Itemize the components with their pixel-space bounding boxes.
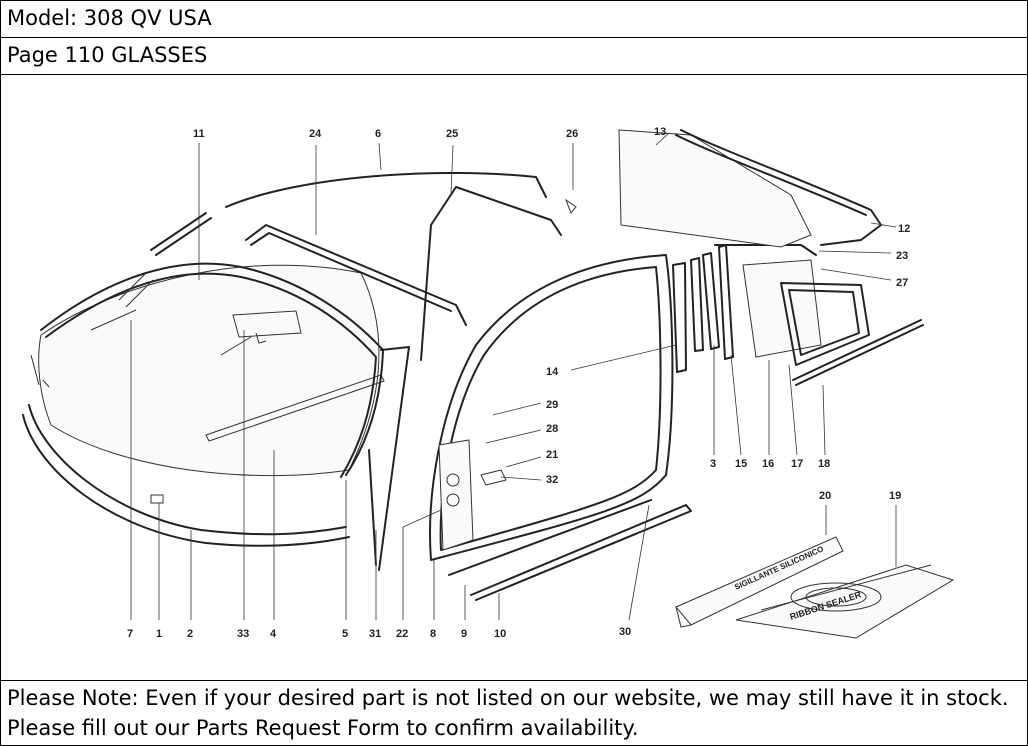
callout-28: 28 xyxy=(546,423,558,435)
model-title: Model: 308 QV USA xyxy=(7,6,212,30)
diagram-svg: SIGILLANTE SILICONICO RIBBON SEALER xyxy=(22,126,955,640)
callout-10: 10 xyxy=(494,628,506,640)
mirror-part xyxy=(232,310,302,344)
sealer-kit: SIGILLANTE SILICONICO RIBBON SEALER xyxy=(675,536,955,639)
callout-24: 24 xyxy=(309,128,322,140)
callout-1: 1 xyxy=(156,628,162,640)
callout-11: 11 xyxy=(193,128,205,140)
callout-8: 8 xyxy=(430,628,436,640)
callout-21: 21 xyxy=(546,449,558,461)
model-row: Model: 308 QV USA xyxy=(1,1,1027,38)
exploded-parts-diagram: SIGILLANTE SILICONICO RIBBON SEALER xyxy=(1,75,1027,680)
callout-32: 32 xyxy=(546,474,558,486)
callout-4: 4 xyxy=(270,628,277,640)
callout-18: 18 xyxy=(818,458,830,470)
callout-6: 6 xyxy=(375,128,381,140)
callout-13: 13 xyxy=(654,126,666,138)
callout-27: 27 xyxy=(896,277,908,289)
callout-25: 25 xyxy=(446,128,458,140)
upper-strips xyxy=(118,171,577,361)
windshield-frame xyxy=(22,262,384,547)
callout-29: 29 xyxy=(546,399,558,411)
callout-23: 23 xyxy=(896,250,908,262)
door-glass-frame xyxy=(368,254,704,601)
parts-request-note: Please Note: Even if your desired part i… xyxy=(7,686,1009,740)
callout-14: 14 xyxy=(546,366,559,378)
leader-lines xyxy=(130,132,897,621)
callout-3: 3 xyxy=(710,458,716,470)
callout-33: 33 xyxy=(237,628,249,640)
kit-box-text: SIGILLANTE SILICONICO xyxy=(733,544,825,591)
callout-30: 30 xyxy=(619,626,631,638)
page-row: Page 110 GLASSES xyxy=(1,38,1027,75)
callout-17: 17 xyxy=(791,458,803,470)
callout-9: 9 xyxy=(461,628,467,640)
callout-31: 31 xyxy=(369,628,381,640)
callout-5: 5 xyxy=(342,628,348,640)
callout-16: 16 xyxy=(762,458,774,470)
note-row: Please Note: Even if your desired part i… xyxy=(1,680,1027,745)
callout-20: 20 xyxy=(819,490,831,502)
callout-7: 7 xyxy=(127,628,133,640)
callout-19: 19 xyxy=(889,490,901,502)
page-title: Page 110 GLASSES xyxy=(7,43,208,67)
callout-labels: 11 24 6 25 26 13 12 23 27 14 29 28 21 32… xyxy=(127,126,910,640)
callout-2: 2 xyxy=(187,628,193,640)
callout-15: 15 xyxy=(735,458,747,470)
callout-26: 26 xyxy=(566,128,578,140)
quarter-glass-parts xyxy=(618,129,924,386)
callout-22: 22 xyxy=(396,628,408,640)
callout-12: 12 xyxy=(898,223,910,235)
